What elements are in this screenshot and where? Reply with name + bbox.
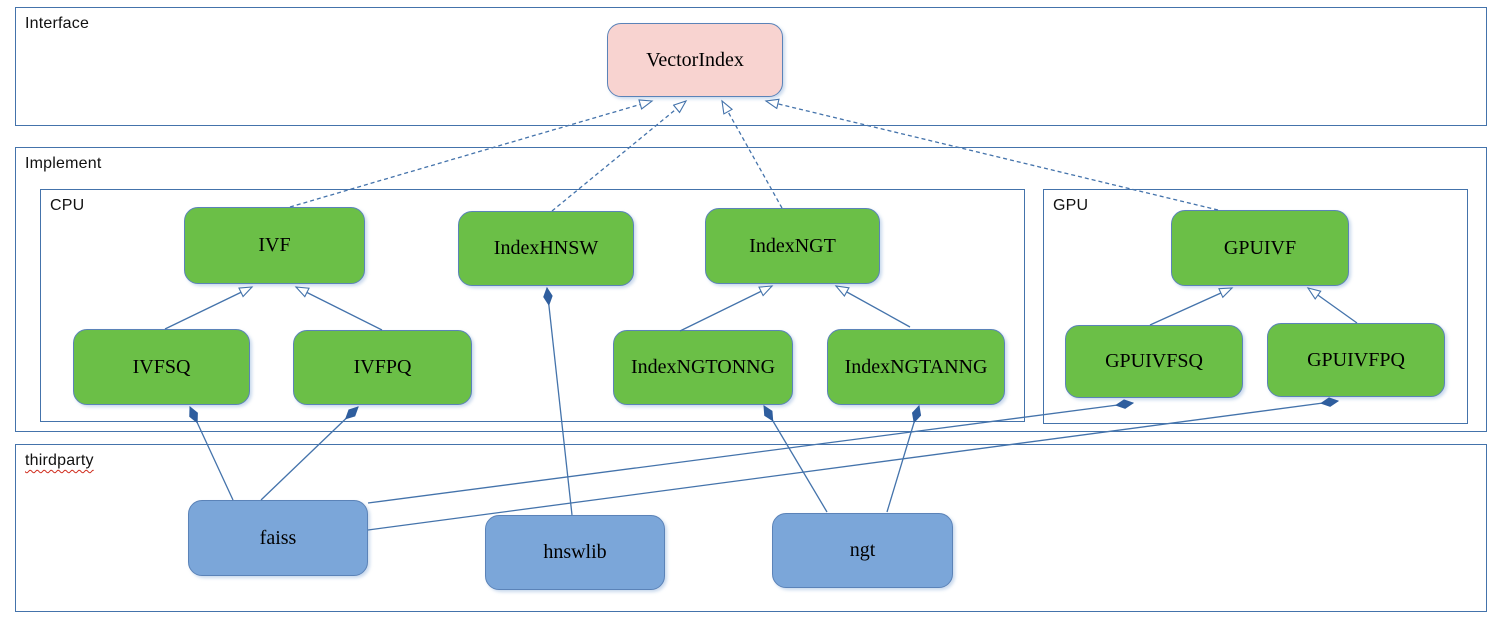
edge-ivfpq-ivf-inheritance[interactable]: [294, 286, 383, 331]
group-implement-label: Implement: [25, 155, 102, 172]
node-label-indexngt: IndexNGT: [749, 234, 836, 257]
group-cpu-label: CPU: [50, 197, 85, 214]
node-label-ivfpq: IVFPQ: [353, 356, 412, 378]
group-thirdparty-label: thirdparty: [25, 452, 94, 469]
edge-gpuivfsq-gpuivf-inheritance[interactable]: [1149, 287, 1234, 326]
group-cpu[interactable]: CPU: [40, 189, 1025, 422]
node-indexngt[interactable]: IndexNGT: [705, 208, 880, 284]
node-label-gpuivfsq: GPUIVFSQ: [1105, 350, 1203, 372]
edge-gpuivf-vectorindex-realization[interactable]: [764, 98, 1219, 211]
node-indexngtonng[interactable]: IndexNGTONNG: [613, 330, 793, 405]
group-thirdparty[interactable]: thirdparty: [15, 444, 1487, 612]
node-label-indexngtonng: IndexNGTONNG: [630, 356, 776, 378]
edge-faiss-ivfpq-composition[interactable]: [260, 407, 358, 501]
node-label-ivfsq: IVFSQ: [132, 355, 191, 378]
node-ivfpq[interactable]: IVFPQ: [293, 330, 472, 405]
edge-ivfsq-ivf-inheritance[interactable]: [164, 286, 254, 330]
node-label-indexngtanng: IndexNGTANNG: [844, 355, 988, 378]
edge-indexhnsw-vectorindex-realization[interactable]: [551, 100, 688, 212]
edge-indexngtonng-indexngt-inheritance[interactable]: [679, 285, 774, 332]
node-ngt[interactable]: ngt: [772, 513, 953, 588]
node-indexngtanng[interactable]: IndexNGTANNG: [827, 329, 1005, 405]
group-interface[interactable]: Interface: [15, 7, 1487, 126]
edge-faiss-gpuivfpq-composition[interactable]: [367, 401, 1338, 531]
node-faiss[interactable]: faiss: [188, 500, 368, 576]
node-label-ivf: IVF: [258, 234, 291, 256]
node-gpuivf[interactable]: GPUIVF: [1171, 210, 1349, 286]
node-ivf[interactable]: IVF: [184, 207, 365, 284]
node-indexhnsw[interactable]: IndexHNSW: [458, 211, 634, 286]
group-gpu[interactable]: GPU: [1043, 189, 1468, 424]
node-label-gpuivf: GPUIVF: [1223, 236, 1297, 259]
edge-gpuivfpq-gpuivf-inheritance[interactable]: [1306, 287, 1358, 324]
node-vectorindex[interactable]: VectorIndex: [607, 23, 783, 97]
node-gpuivfpq[interactable]: GPUIVFPQ: [1267, 323, 1445, 397]
edge-indexngtanng-indexngt-inheritance[interactable]: [834, 285, 911, 328]
node-label-faiss: faiss: [259, 526, 297, 549]
group-gpu-label: GPU: [1053, 197, 1089, 214]
edge-ngt-indexngtonng-composition[interactable]: [764, 406, 828, 513]
node-hnswlib[interactable]: hnswlib: [485, 515, 665, 590]
group-interface-label: Interface: [25, 15, 90, 32]
node-label-indexhnsw: IndexHNSW: [493, 237, 599, 259]
edge-faiss-ivfsq-composition[interactable]: [190, 407, 234, 501]
group-implement[interactable]: Implement: [15, 147, 1487, 432]
node-ivfsq[interactable]: IVFSQ: [73, 329, 250, 405]
node-gpuivfsq[interactable]: GPUIVFSQ: [1065, 325, 1243, 398]
edge-faiss-gpuivfsq-composition[interactable]: [367, 403, 1133, 504]
node-label-hnswlib: hnswlib: [543, 541, 607, 563]
node-label-gpuivfpq: GPUIVFPQ: [1307, 348, 1405, 371]
node-label-vectorindex: VectorIndex: [646, 48, 744, 71]
node-label-ngt: ngt: [849, 539, 876, 561]
edge-ngt-indexngtanng-composition[interactable]: [886, 406, 919, 513]
edge-hnswlib-indexhnsw-composition[interactable]: [547, 288, 573, 516]
